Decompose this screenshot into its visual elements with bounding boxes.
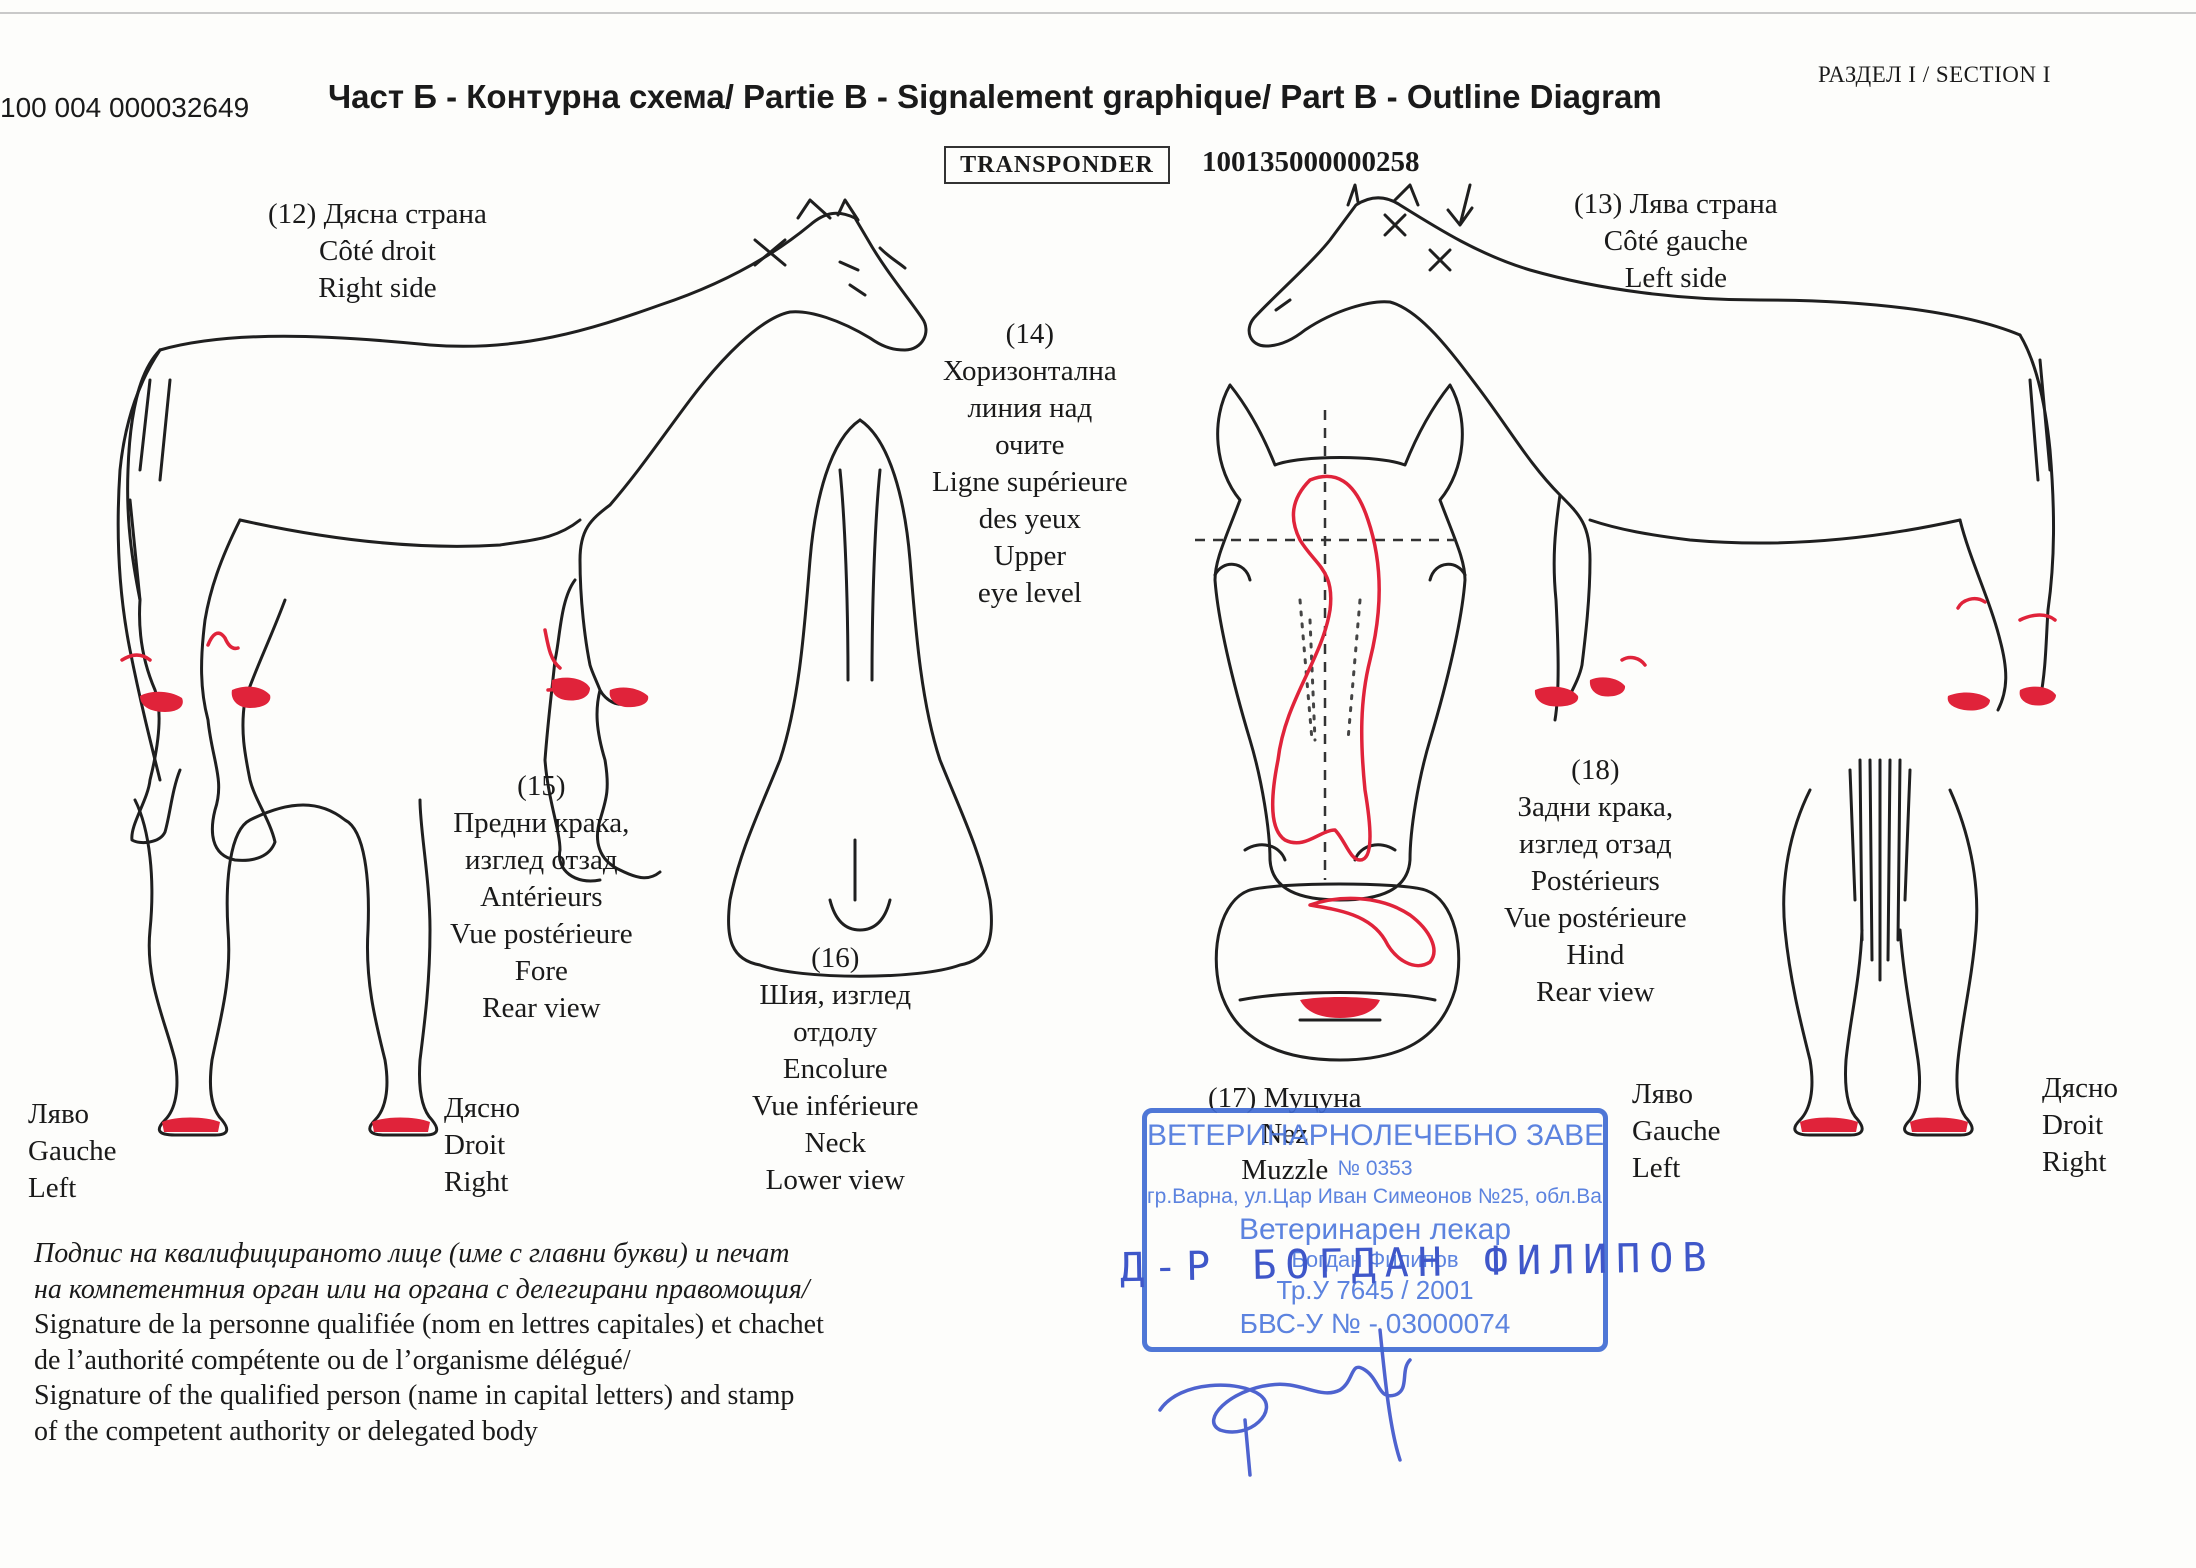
hind-legs-line: Hind	[1566, 939, 1625, 971]
neck-line: Encolure	[782, 1053, 888, 1085]
transponder-label: TRANSPONDER	[944, 146, 1170, 184]
left-side-line: Left side	[1624, 262, 1727, 294]
muzzle-outline	[1214, 882, 1461, 1062]
right-side-label: (12) Дясна страна Côté droit Right side	[268, 196, 487, 307]
neck-line: Neck	[804, 1127, 866, 1159]
hind-legs-line: Vue postérieure	[1504, 902, 1687, 934]
hind-left-line: Ляво	[1632, 1078, 1694, 1110]
upper-eye-line: Хоризонтална	[942, 355, 1117, 387]
fore-right-label: Дясно Droit Right	[444, 1090, 520, 1201]
left-side-horse-outline	[1247, 183, 2057, 722]
signature-line-bg: Подпис на квалифицираното лице (име с гл…	[34, 1238, 790, 1269]
muzzle-line: Muzzle	[1241, 1154, 1329, 1186]
signature-line-fr: Signature de la personne qualifiée (nom …	[34, 1309, 824, 1340]
fore-legs-line: Vue postérieure	[450, 918, 633, 950]
section-label: РАЗДЕЛ I / SECTION I	[1818, 62, 2051, 87]
hind-legs-line: Postérieurs	[1530, 865, 1660, 897]
hind-right-line: Droit	[2042, 1109, 2104, 1141]
right-side-line: Côté droit	[319, 235, 436, 267]
upper-eye-line: очите	[995, 429, 1065, 461]
stamp-line: № 0353	[1337, 1157, 1413, 1180]
fore-right-line: Droit	[444, 1129, 506, 1161]
hind-legs-line: Задни крака,	[1517, 791, 1674, 823]
upper-eye-line: линия над	[967, 392, 1093, 424]
signature-line-bg: на компетентния орган или на органа с де…	[34, 1273, 810, 1305]
fore-right-line: Right	[444, 1166, 509, 1198]
document-id: 100 004 000032649	[0, 92, 250, 123]
neck-line: Vue inférieure	[752, 1090, 919, 1122]
hind-left-label: Ляво Gauche Left	[1632, 1076, 1721, 1187]
hind-left-line: Gauche	[1632, 1115, 1721, 1147]
transponder-number: 100135000000258	[1202, 146, 1420, 178]
fore-left-label: Ляво Gauche Left	[28, 1096, 117, 1207]
signature-line-fr: de l’authorité compétente ou de l’organi…	[34, 1344, 631, 1376]
fore-legs-label: (15) Предни крака, изглед отзад Antérieu…	[450, 768, 633, 1027]
official-stamp: ВЕТЕРИНАРНОЛЕЧЕБНО ЗАВЕДЕНИЕ № 0353 гр.В…	[1142, 1108, 1608, 1352]
fore-legs-line: Rear view	[482, 992, 601, 1024]
stamp-line: гр.Варна, ул.Цар Иван Симеонов №25, обл.…	[1147, 1185, 1608, 1208]
hind-legs-line: изглед отзад	[1519, 828, 1672, 860]
neck-lower-view-outline	[727, 418, 993, 978]
signature-line-en: of the competent authority or delegated …	[34, 1415, 538, 1447]
signature-instructions: Подпис на квалифицираното лице (име с гл…	[34, 1236, 824, 1449]
page-title: Част Б - Контурна схема/ Partie B - Sign…	[328, 78, 1662, 115]
fore-left-line: Left	[28, 1172, 77, 1204]
upper-eye-line: eye level	[977, 577, 1082, 609]
right-side-line: (12) Дясна страна	[268, 198, 487, 230]
upper-eye-line: des yeux	[978, 503, 1081, 535]
neck-line: Lower view	[765, 1164, 905, 1196]
left-side-label: (13) Лява страна Côté gauche Left side	[1574, 186, 1778, 297]
neck-line: (16)	[811, 942, 860, 974]
upper-eye-line: (14)	[1005, 318, 1054, 350]
hind-legs-rear-view-outline	[1782, 758, 1979, 1137]
right-side-line: Right side	[318, 272, 437, 304]
fore-left-line: Gauche	[28, 1135, 117, 1167]
neck-label: (16) Шия, изглед отдолу Encolure Vue inf…	[752, 940, 919, 1199]
upper-eye-line: Ligne supérieure	[932, 466, 1128, 498]
handwritten-signature	[1158, 1328, 1412, 1477]
fore-right-line: Дясно	[444, 1092, 521, 1124]
fore-legs-rear-view-outline	[133, 798, 439, 1137]
signature-line-en: Signature of the qualified person (name …	[34, 1380, 795, 1411]
top-border-line	[0, 12, 2196, 14]
hind-legs-label: (18) Задни крака, изглед отзад Postérieu…	[1504, 752, 1687, 1011]
hind-left-line: Left	[1632, 1152, 1681, 1184]
stamp-line: Ветеринарен лекар	[1238, 1213, 1512, 1246]
stamp-line: Богдан Филипов	[1291, 1247, 1459, 1272]
head-front-view-outline	[1195, 383, 1467, 902]
fore-legs-line: Fore	[514, 955, 568, 987]
stamp-line: БВС-У № - 03000074	[1239, 1308, 1511, 1339]
fore-left-line: Ляво	[28, 1098, 90, 1130]
neck-line: отдолу	[793, 1016, 878, 1048]
hind-right-label: Дясно Droit Right	[2042, 1070, 2118, 1181]
left-side-line: (13) Лява страна	[1574, 188, 1778, 220]
upper-eye-level-label: (14) Хоризонтална линия над очите Ligne …	[932, 316, 1128, 612]
fore-legs-line: Предни крака,	[453, 807, 630, 839]
left-side-line: Côté gauche	[1603, 225, 1748, 257]
hind-legs-line: (18)	[1571, 754, 1620, 786]
stamp-line: Тр.У 7645 / 2001	[1276, 1275, 1474, 1305]
right-side-horse-outline	[116, 198, 928, 883]
neck-line: Шия, изглед	[759, 979, 912, 1011]
upper-eye-line: Upper	[993, 540, 1067, 572]
hind-right-line: Дясно	[2042, 1072, 2119, 1104]
fore-legs-line: изглед отзад	[465, 844, 618, 876]
fore-legs-line: (15)	[517, 770, 566, 802]
muzzle-line: Nez	[1261, 1118, 1309, 1150]
hind-right-line: Right	[2042, 1146, 2107, 1178]
hind-legs-line: Rear view	[1536, 976, 1655, 1008]
stamp-line: ВЕТЕРИНАРНОЛЕЧЕБНО ЗАВЕДЕНИЕ	[1147, 1119, 1605, 1152]
fore-legs-line: Antérieurs	[480, 881, 603, 913]
